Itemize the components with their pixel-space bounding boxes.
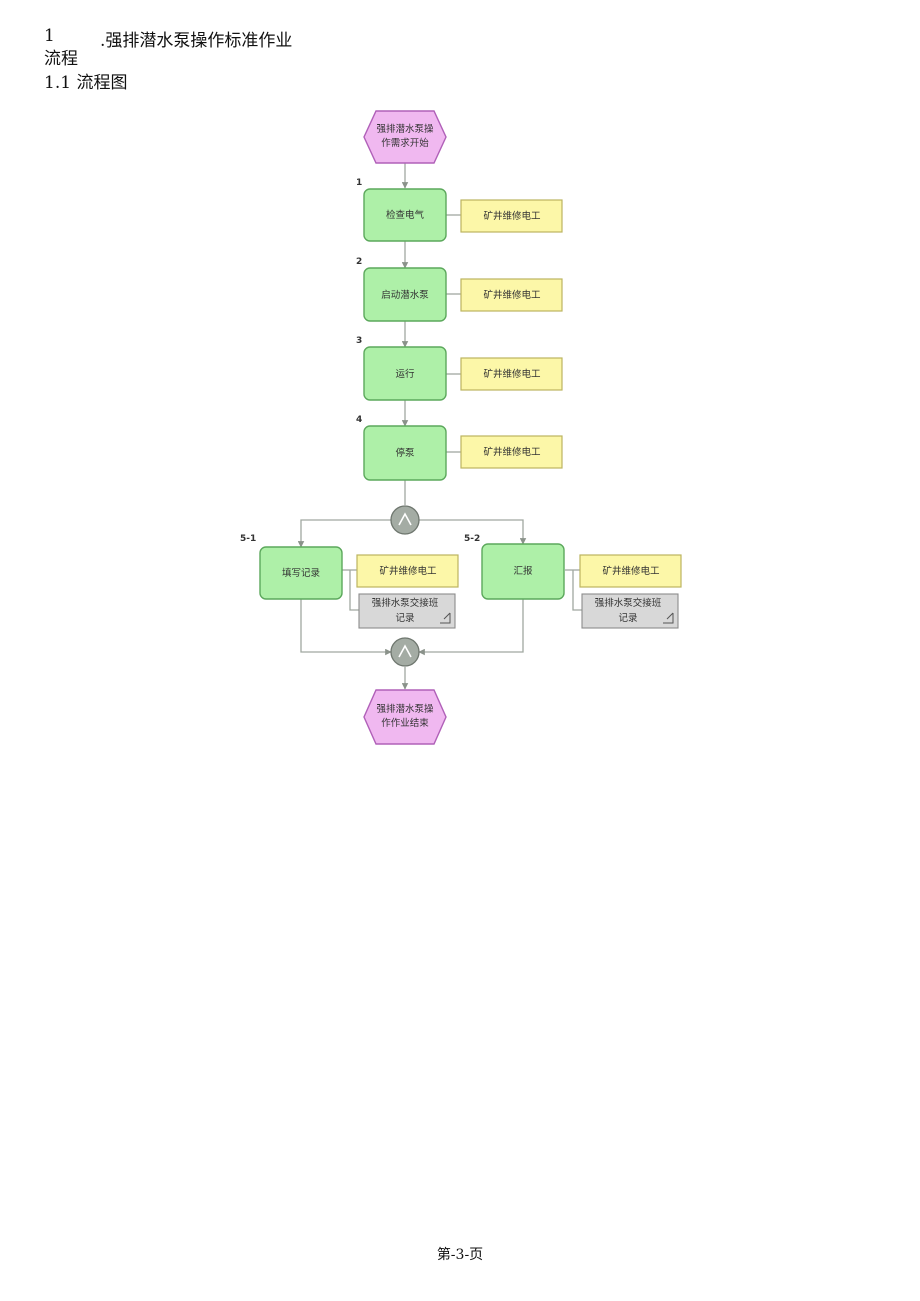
function-label: 启动潜水泵	[381, 289, 429, 301]
step-number: 3	[356, 336, 362, 346]
connector-lines	[297, 163, 582, 690]
end-event-line2: 作作业结束	[381, 717, 429, 729]
function-label: 运行	[395, 368, 415, 380]
heading-title-continued: 流程	[44, 49, 78, 69]
step-number: 1	[356, 178, 362, 188]
document-label-line2: 记录	[618, 612, 638, 624]
step-4: 4 停泵 矿井维修电工	[356, 415, 563, 481]
start-event-line1: 强排潜水泵操	[376, 123, 434, 135]
page-footer: 第-3-页	[436, 1247, 484, 1263]
link-icon	[440, 612, 451, 624]
role-label: 矿井维修电工	[602, 565, 660, 577]
subheading-flowchart: 1.1 流程图	[44, 73, 128, 93]
heading-title: .强排潜水泵操作标准作业	[100, 31, 293, 51]
role-label: 矿井维修电工	[483, 210, 541, 222]
and-join-connector	[390, 637, 420, 667]
function-label: 检查电气	[386, 209, 425, 221]
branch-5-1: 5-1 填写记录 矿井维修电工 强排水泵交接班 记录	[240, 534, 459, 629]
document-label-line1: 强排水泵交接班	[372, 597, 439, 609]
link-icon	[663, 612, 674, 624]
document-label-line1: 强排水泵交接班	[595, 597, 662, 609]
function-label: 填写记录	[282, 567, 321, 579]
function-label: 停泵	[395, 447, 415, 459]
end-event-line1: 强排潜水泵操	[376, 703, 434, 715]
step-3: 3 运行 矿井维修电工	[356, 336, 563, 401]
step-1: 1 检查电气 矿井维修电工	[356, 178, 563, 242]
step-2: 2 启动潜水泵 矿井维修电工	[356, 257, 563, 322]
step-number: 5-1	[240, 534, 256, 544]
step-number: 4	[356, 415, 362, 425]
start-event-line2: 作需求开始	[381, 137, 429, 149]
function-label: 汇报	[513, 565, 533, 577]
step-number: 5-2	[464, 534, 480, 544]
document-record: 强排水泵交接班 记录	[581, 593, 679, 629]
role-label: 矿井维修电工	[483, 446, 541, 458]
document-label-line2: 记录	[395, 612, 415, 624]
role-label: 矿井维修电工	[379, 565, 437, 577]
branch-5-2: 5-2 汇报 矿井维修电工 强排水泵交接班 记录	[464, 534, 682, 629]
flowchart-diagram: 强排潜水泵操 作需求开始 1 检查电气 矿井维修电工 2 启动潜水泵 矿井维修电…	[240, 110, 682, 745]
heading-number: 1	[44, 26, 55, 46]
end-event: 强排潜水泵操 作作业结束	[363, 689, 447, 745]
step-number: 2	[356, 257, 362, 267]
role-label: 矿井维修电工	[483, 368, 541, 380]
document-record: 强排水泵交接班 记录	[358, 593, 456, 629]
start-event: 强排潜水泵操 作需求开始	[363, 110, 447, 164]
and-split-connector	[390, 505, 420, 535]
role-label: 矿井维修电工	[483, 289, 541, 301]
